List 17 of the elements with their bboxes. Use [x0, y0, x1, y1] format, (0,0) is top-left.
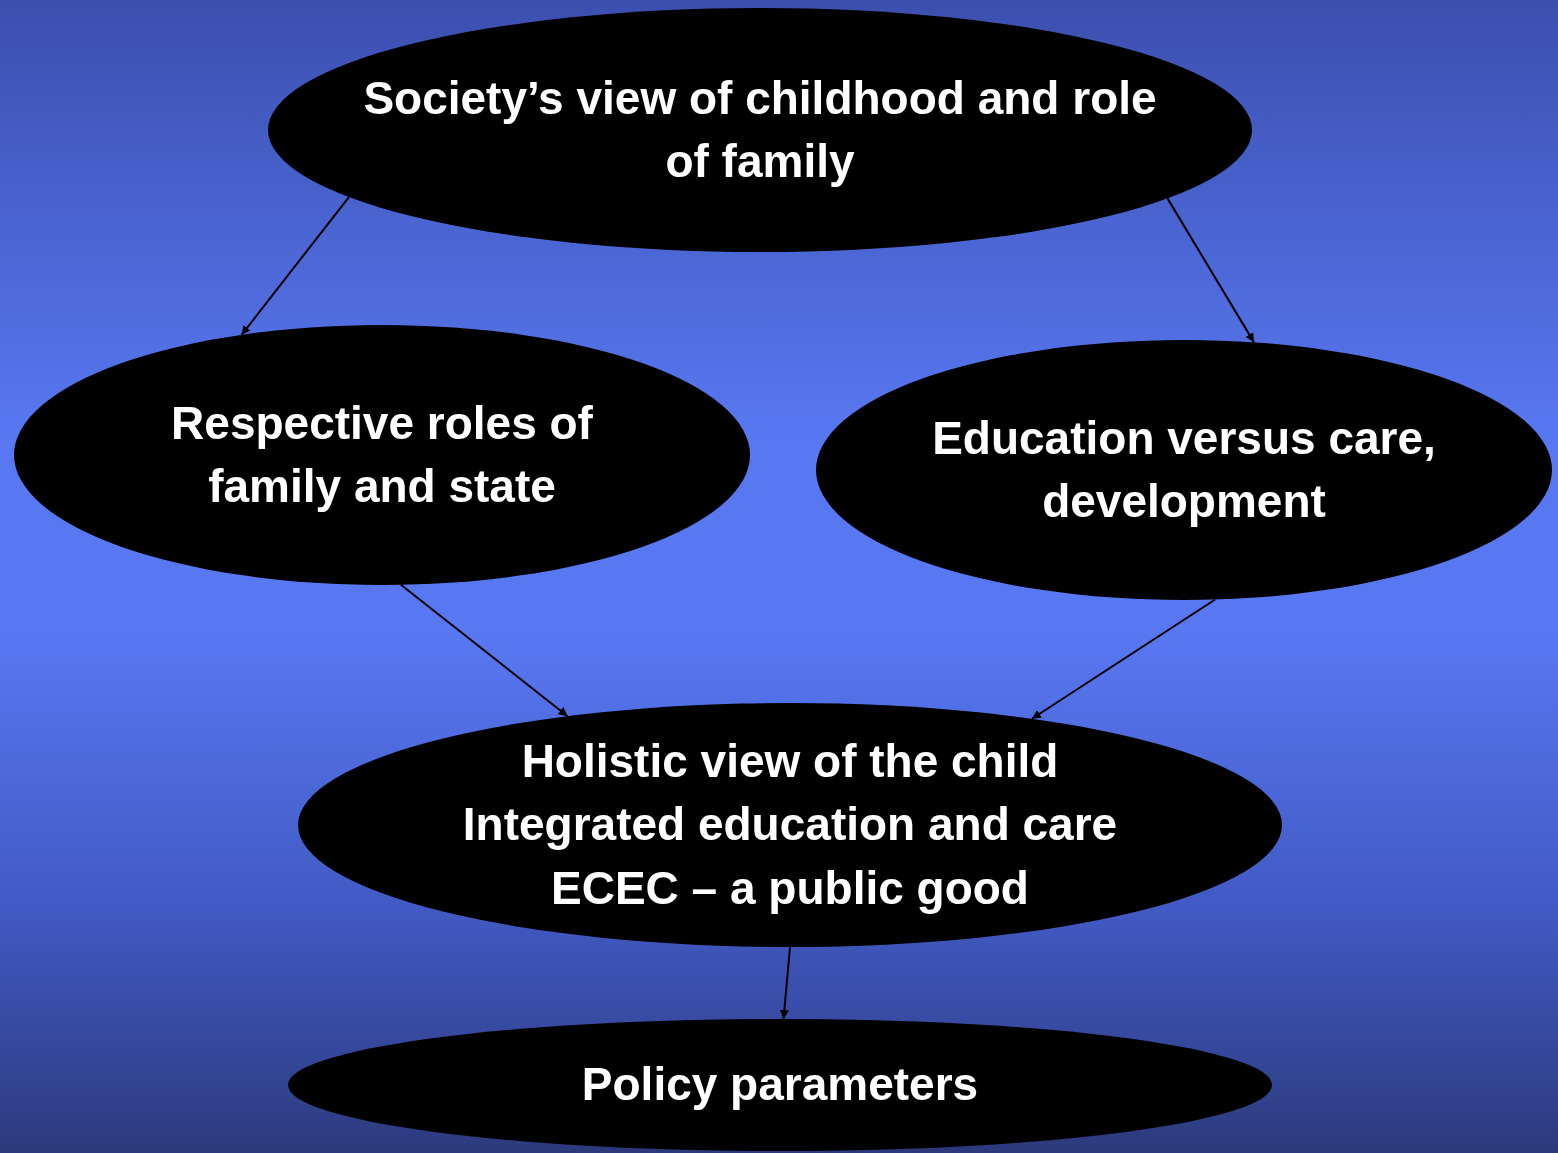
arrow: [779, 946, 791, 1020]
arrow: [399, 583, 569, 718]
ellipse-node: [14, 325, 750, 585]
ellipse-node: [816, 340, 1552, 600]
ellipse-node: [298, 703, 1282, 947]
node-label: Respective roles of family and state: [170, 395, 594, 514]
ellipse-node: [268, 8, 1252, 252]
node-label: Policy parameters: [581, 1057, 979, 1113]
ellipse-node: [288, 1019, 1272, 1151]
arrow: [1166, 197, 1255, 344]
node-label: Society’s view of childhood and role of family: [362, 70, 1158, 189]
node-label: ECEC – a public good: [551, 860, 1029, 916]
node-label: Education versus care, development: [931, 410, 1437, 529]
node-label: Integrated education and care: [462, 797, 1118, 853]
arrow: [240, 196, 350, 336]
node-label: Holistic view of the child: [521, 733, 1059, 789]
arrow: [1030, 598, 1217, 720]
